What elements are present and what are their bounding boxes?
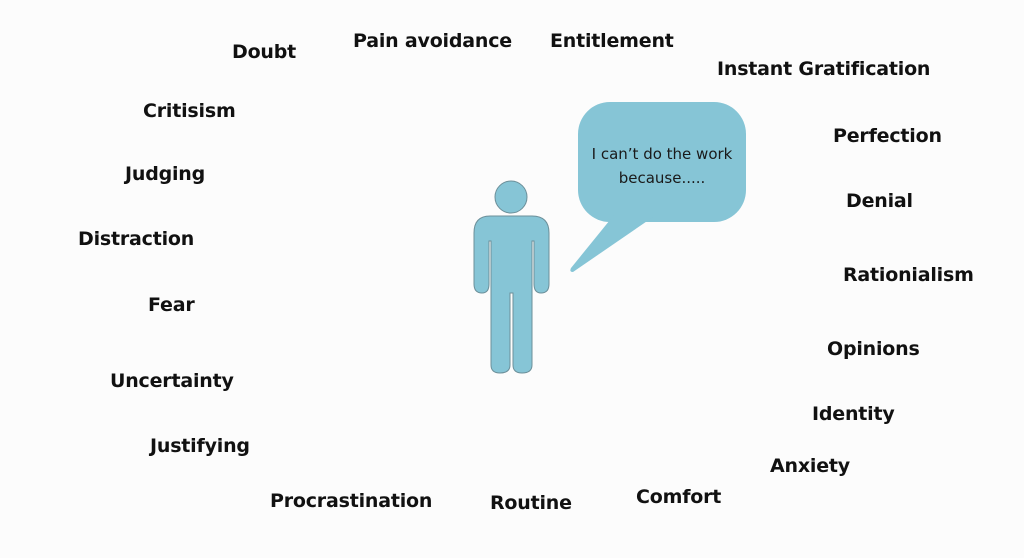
speech-bubble: [570, 102, 746, 272]
speech-line-2: because.....: [618, 169, 706, 187]
speech-bubble-text: I can’t do the work because.....: [580, 142, 744, 190]
excuse-word: Routine: [490, 492, 572, 514]
excuse-word: Denial: [846, 190, 913, 212]
excuse-word: Perfection: [833, 125, 942, 147]
person-icon: [473, 180, 550, 374]
person-with-speech-bubble-illustration: [473, 102, 746, 374]
excuse-word: Rationialism: [843, 264, 974, 286]
excuse-word: Opinions: [827, 338, 920, 360]
excuse-word: Comfort: [636, 486, 722, 508]
excuse-word: Fear: [148, 294, 195, 316]
excuse-word: Doubt: [232, 41, 297, 63]
excuse-word: Judging: [125, 163, 206, 185]
excuse-word: Anxiety: [770, 455, 850, 477]
excuse-word: Entitlement: [550, 30, 674, 52]
excuse-word: Procrastination: [270, 490, 433, 512]
excuse-word: Instant Gratification: [717, 58, 931, 80]
excuse-word: Uncertainty: [110, 370, 234, 392]
speech-line-1: I can’t do the work: [591, 145, 733, 163]
excuse-word: Identity: [812, 403, 895, 425]
excuse-word: Distraction: [78, 228, 195, 250]
excuse-word: Pain avoidance: [353, 30, 512, 52]
excuse-word: Critisism: [143, 100, 236, 122]
excuse-word: Justifying: [150, 435, 250, 457]
